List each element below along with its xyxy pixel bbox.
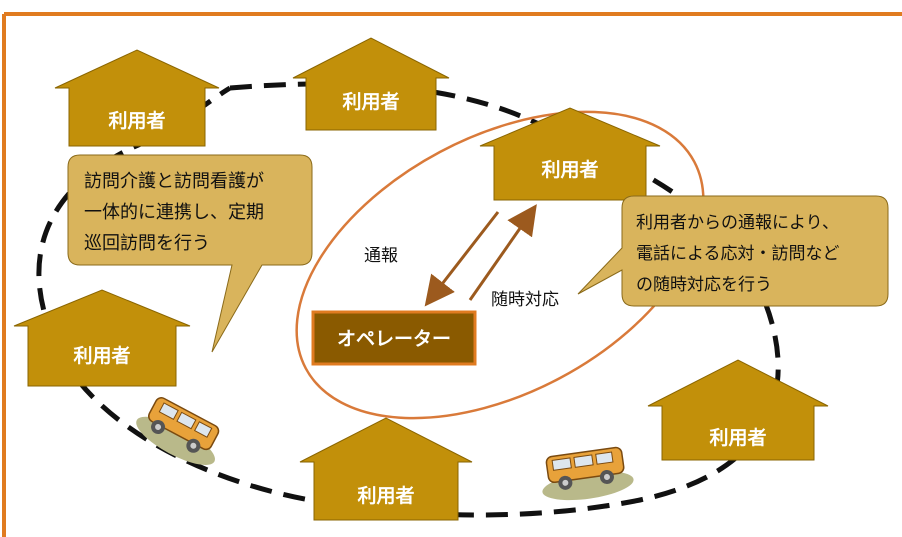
- bubble-right-line-1: 利用者からの通報により、: [636, 213, 839, 233]
- house-label: 利用者: [108, 110, 165, 132]
- house-label: 利用者: [541, 159, 598, 181]
- bubble-left-line-3: 巡回訪問を行う: [84, 233, 210, 254]
- bubble-right-line-2: 電話による応対・訪問など: [636, 244, 840, 264]
- car-icon: [136, 397, 220, 465]
- house-label: 利用者: [342, 91, 399, 113]
- house-user-4: 利用者: [13, 289, 191, 387]
- bubble-left-line-1: 訪問介護と訪問看護が: [84, 171, 264, 192]
- house-label: 利用者: [709, 427, 766, 449]
- report-label: 通報: [364, 246, 398, 266]
- speech-bubble-right: 利用者からの通報により、 電話による応対・訪問など の随時対応を行う: [577, 195, 889, 307]
- house-user-3: 利用者: [479, 107, 661, 201]
- speech-bubble-left: 訪問介護と訪問看護が 一体的に連携し、定期 巡回訪問を行う: [67, 154, 313, 353]
- response-arrow: [468, 204, 537, 301]
- bubble-right-line-3: の随時対応を行う: [636, 275, 772, 295]
- operator-label: オペレーター: [337, 328, 451, 350]
- house-user-2: 利用者: [292, 37, 450, 131]
- house-label: 利用者: [357, 485, 414, 507]
- response-label: 随時対応: [491, 290, 559, 310]
- operator-box: オペレーター: [311, 310, 477, 366]
- operator-area-ellipse: [295, 110, 705, 420]
- house-label: 利用者: [73, 345, 130, 367]
- car-icon: [542, 446, 634, 501]
- bubble-left-line-2: 一体的に連携し、定期: [84, 202, 264, 223]
- house-user-5: 利用者: [647, 359, 829, 461]
- report-arrow: [424, 211, 500, 307]
- house-user-6: 利用者: [299, 417, 473, 521]
- house-user-1: 利用者: [54, 49, 220, 147]
